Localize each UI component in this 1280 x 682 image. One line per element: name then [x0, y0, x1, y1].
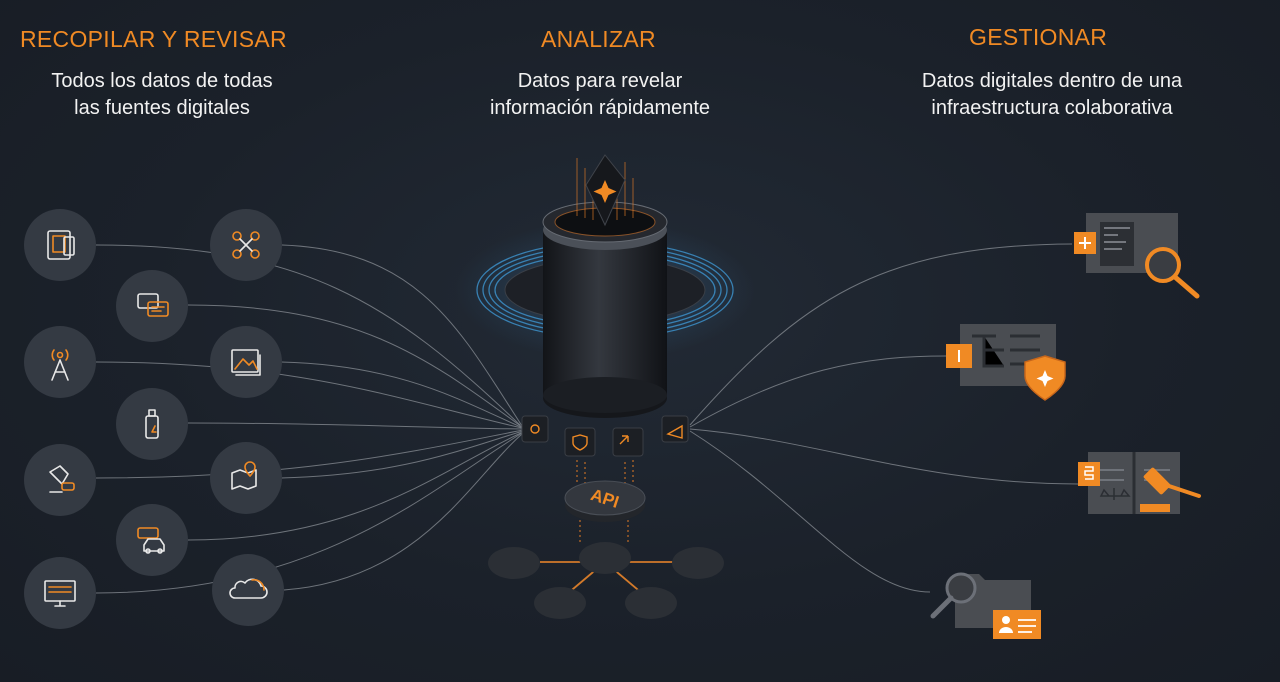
- api-connector: API: [564, 460, 646, 543]
- source-nodes: [24, 209, 284, 629]
- tile-arrow-icon: [619, 435, 629, 445]
- tile-flag-icon: [666, 424, 683, 439]
- map-pin-icon: [231, 461, 257, 490]
- shield-badge-icon: [946, 324, 1066, 401]
- manage-title: GESTIONAR: [969, 24, 1108, 50]
- cell-tower-icon: [51, 349, 69, 381]
- photo-icon: [231, 349, 261, 376]
- source-node: [24, 444, 96, 516]
- chat-icon: [137, 293, 169, 317]
- analyze-subtitle-line-2: información rápidamente: [489, 97, 711, 119]
- manage-subtitle-line-1: Datos digitales dentro de una: [921, 70, 1183, 92]
- collect-subtitle: Todos los datos de todas las fuentes dig…: [0, 68, 342, 122]
- source-connection-lines: [95, 244, 524, 594]
- cloud-icon: [229, 578, 268, 599]
- hub-base-tiles: [521, 415, 689, 457]
- source-node: [116, 504, 188, 576]
- source-node: [116, 388, 188, 460]
- analyze-title: ANALIZAR: [541, 26, 656, 52]
- network-nodes: [488, 542, 724, 619]
- collect-subtitle-line-1: Todos los datos de todas: [51, 70, 273, 92]
- tool-icon: [49, 465, 75, 493]
- phone-tablet-icon: [47, 230, 75, 260]
- collect-subtitle-line-2: las fuentes digitales: [74, 97, 250, 119]
- source-node: [212, 554, 284, 626]
- car-icon: [137, 527, 165, 554]
- collect-title: RECOPILAR Y REVISAR: [20, 26, 287, 52]
- source-node: [24, 557, 96, 629]
- tile-gear-icon: [530, 424, 540, 434]
- manage-subtitle: Datos digitales dentro de una infraestru…: [872, 68, 1232, 122]
- case-search-icon: [1074, 213, 1200, 299]
- analyze-subtitle: Datos para revelar información rápidamen…: [420, 68, 780, 122]
- monitor-icon: [44, 580, 76, 607]
- analysis-hub: [455, 154, 755, 418]
- manage-subtitle-line-2: infraestructura colaborativa: [931, 97, 1173, 119]
- source-node: [116, 270, 188, 342]
- output-connection-lines: [689, 243, 1079, 593]
- source-node: [210, 442, 282, 514]
- analyze-subtitle-line-1: Datos para revelar: [517, 70, 683, 92]
- usb-drive-icon: [145, 409, 159, 439]
- law-gavel-icon: [1078, 452, 1201, 514]
- drone-icon: [232, 231, 260, 259]
- tile-shield-icon: [572, 434, 588, 451]
- id-card-folder-icon: [930, 572, 1041, 639]
- source-node: [24, 209, 96, 281]
